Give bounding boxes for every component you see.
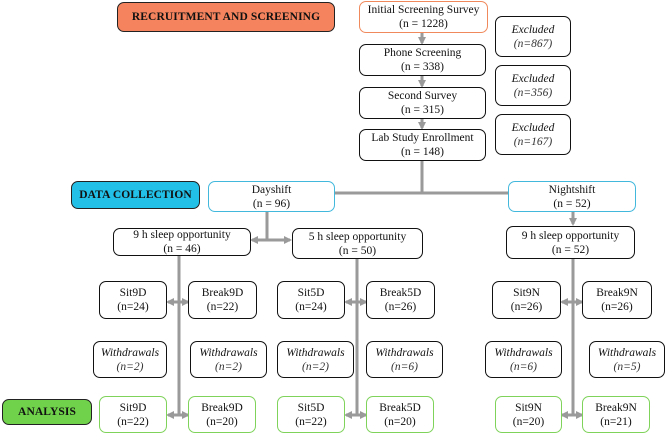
analysis-label: Break5D: [379, 401, 421, 414]
condition-sit9n-box: Sit9N (n=26): [492, 281, 561, 319]
sleep-opportunity-count: (n = 46): [163, 243, 201, 255]
excluded-count: (n=167): [513, 135, 553, 148]
analysis-label: Sit5D: [297, 401, 325, 414]
dayshift-box: Dayshift (n = 96): [208, 181, 335, 212]
analysis-section-label: ANALYSIS: [2, 399, 92, 425]
nightshift-count: (n = 52): [553, 197, 591, 210]
second-survey-label: Second Survey: [387, 90, 458, 102]
excluded-box: Excluded (n=167): [495, 114, 571, 155]
analysis-count: (n=20): [206, 415, 238, 428]
condition-count: (n=26): [384, 301, 417, 313]
condition-sit5d-box: Sit5D (n=24): [277, 281, 345, 319]
nightshift-box: Nightshift (n = 52): [508, 181, 636, 212]
withdrawals-label: Withdrawals: [199, 346, 258, 359]
second-survey-count: (n = 315): [401, 104, 444, 116]
condition-sit9d-box: Sit9D (n=24): [99, 281, 167, 319]
analysis-break9n-box: Break9N (n=21): [582, 396, 650, 433]
condition-label: Break9D: [201, 287, 244, 299]
withdrawals-count: (n=5): [613, 360, 641, 373]
lab-enrollment-count: (n = 148): [401, 146, 444, 158]
analysis-label: Break9N: [595, 401, 637, 414]
sleep-opportunity-label: 5 h sleep opportunity: [308, 230, 407, 243]
analysis-break5d-box: Break5D (n=20): [366, 396, 434, 433]
condition-count: (n=24): [295, 301, 327, 313]
analysis-sit9n-box: Sit9N (n=20): [495, 396, 562, 433]
analysis-count: (n=22): [295, 415, 327, 428]
withdrawals-count: (n=2): [215, 360, 242, 373]
sleep-opportunity-count: (n = 52): [551, 243, 590, 256]
sleep-opportunity-9h-night-box: 9 h sleep opportunity (n = 52): [506, 226, 635, 259]
excluded-label: Excluded: [511, 72, 555, 85]
excluded-box: Excluded (n=867): [495, 16, 571, 57]
phone-screening-count: (n = 338): [401, 61, 444, 73]
withdrawals-count: (n=6): [391, 360, 418, 373]
withdrawals-box: Withdrawals (n=2): [93, 341, 167, 378]
lab-study-enrollment-box: Lab Study Enrollment (n = 148): [359, 129, 486, 161]
withdrawals-label: Withdrawals: [375, 346, 434, 359]
phone-screening-box: Phone Screening (n = 338): [359, 44, 486, 76]
excluded-box: Excluded (n=356): [495, 65, 571, 106]
withdrawals-box: Withdrawals (n=5): [589, 341, 665, 378]
dayshift-label: Dayshift: [251, 183, 292, 196]
excluded-count: (n=867): [513, 37, 553, 50]
analysis-count: (n=21): [600, 415, 632, 428]
withdrawals-label: Withdrawals: [494, 346, 553, 359]
sleep-opportunity-label: 9 h sleep opportunity: [133, 229, 231, 241]
withdrawals-label: Withdrawals: [597, 346, 657, 359]
condition-count: (n=22): [206, 301, 239, 313]
excluded-label: Excluded: [511, 121, 555, 134]
condition-break9n-box: Break9N (n=26): [582, 281, 652, 319]
condition-break5d-box: Break5D (n=26): [366, 281, 435, 319]
withdrawals-box: Withdrawals (n=6): [366, 341, 443, 378]
condition-count: (n=26): [601, 301, 633, 313]
initial-survey-count: (n = 1228): [399, 18, 448, 30]
excluded-count: (n=356): [513, 86, 553, 99]
data-collection-section-label: DATA COLLECTION: [71, 181, 200, 209]
withdrawals-count: (n=2): [302, 360, 329, 373]
withdrawals-box: Withdrawals (n=2): [190, 341, 267, 378]
analysis-label: Sit9D: [119, 401, 147, 414]
sleep-opportunity-count: (n = 50): [338, 244, 377, 257]
condition-label: Sit5D: [297, 287, 325, 299]
withdrawals-count: (n=2): [116, 360, 144, 373]
condition-label: Break9N: [596, 287, 638, 299]
phone-screening-label: Phone Screening: [383, 47, 462, 59]
initial-survey-label: Initial Screening Survey: [367, 4, 480, 16]
analysis-count: (n=20): [512, 415, 545, 428]
second-survey-box: Second Survey (n = 315): [359, 87, 486, 119]
sleep-opportunity-label: 9 h sleep opportunity: [521, 229, 620, 242]
initial-screening-survey-box: Initial Screening Survey (n = 1228): [359, 1, 488, 33]
dayshift-count: (n = 96): [252, 197, 291, 210]
lab-enrollment-label: Lab Study Enrollment: [371, 132, 474, 144]
analysis-sit5d-box: Sit5D (n=22): [277, 396, 345, 433]
sleep-opportunity-5h-day-box: 5 h sleep opportunity (n = 50): [292, 228, 423, 259]
analysis-label: Sit9N: [515, 401, 542, 414]
analysis-count: (n=20): [384, 415, 416, 428]
sleep-opportunity-9h-day-box: 9 h sleep opportunity (n = 46): [113, 228, 251, 256]
condition-count: (n=24): [117, 301, 149, 313]
analysis-label: Break9D: [201, 401, 243, 414]
withdrawals-box: Withdrawals (n=6): [485, 341, 562, 378]
analysis-count: (n=22): [117, 415, 149, 428]
arrow-dayshift-to-9h: [250, 212, 269, 244]
excluded-label: Excluded: [511, 23, 555, 36]
recruitment-section-label: RECRUITMENT AND SCREENING: [117, 2, 335, 32]
withdrawals-count: (n=6): [510, 360, 537, 373]
withdrawals-label: Withdrawals: [286, 346, 345, 359]
analysis-sit9d-box: Sit9D (n=22): [99, 396, 167, 433]
condition-break9d-box: Break9D (n=22): [188, 281, 257, 319]
condition-label: Sit9D: [119, 287, 147, 299]
analysis-break9d-box: Break9D (n=20): [188, 396, 256, 433]
condition-count: (n=26): [510, 301, 543, 313]
condition-label: Sit9N: [513, 287, 540, 299]
condition-label: Break5D: [379, 287, 422, 299]
withdrawals-label: Withdrawals: [100, 346, 160, 359]
withdrawals-box: Withdrawals (n=2): [277, 341, 354, 378]
nightshift-label: Nightshift: [548, 183, 596, 196]
